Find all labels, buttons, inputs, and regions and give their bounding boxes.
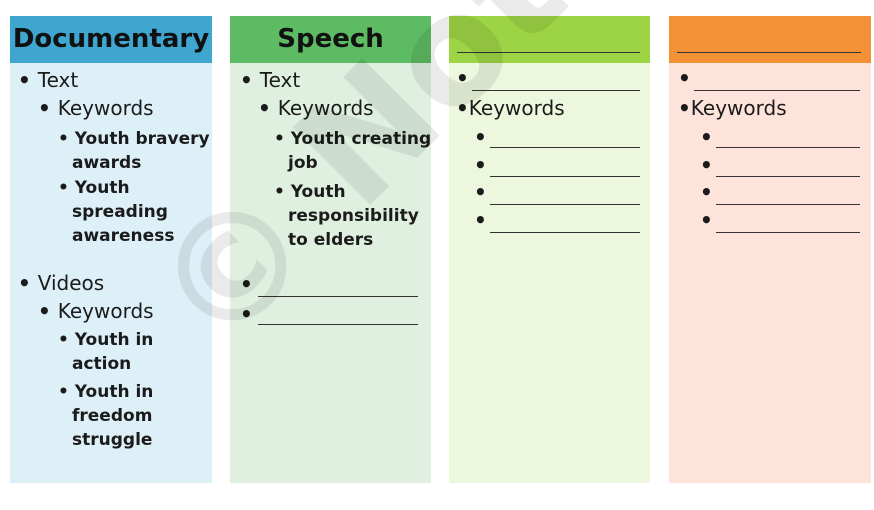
orange-blank-line <box>716 176 860 177</box>
orange-blank-bullet: • <box>700 125 713 149</box>
speech-title: Speech <box>277 24 384 54</box>
orange-blank-line <box>716 232 860 233</box>
speech-blank-bullet: • <box>240 272 253 296</box>
green-blank-line <box>490 176 640 177</box>
green-blank-line <box>472 90 640 91</box>
orange-blank-bullet: • <box>700 208 713 232</box>
speech-keyword-elders: • Youth responsibility to elders <box>274 182 419 250</box>
speech-keyword-job: • Youth creating job <box>274 129 432 173</box>
green-header <box>449 16 650 63</box>
doc-keyword-bravery: • Youth bravery awards <box>58 129 210 173</box>
green-blank-bullet: • <box>474 125 487 149</box>
speech-column: Speech <box>230 16 431 483</box>
doc-keyword-awareness: • Youth spreading awareness <box>58 178 175 246</box>
documentary-body <box>10 16 212 483</box>
speech-body <box>230 16 431 483</box>
speech-text-item: • Text <box>240 68 301 92</box>
doc-videos-item: • Videos <box>18 271 105 295</box>
green-blank-line <box>490 204 640 205</box>
speech-blank-line <box>258 296 418 297</box>
green-column <box>449 16 650 483</box>
documentary-column: Documentary <box>10 16 212 483</box>
orange-body <box>669 16 871 483</box>
green-blank-bullet: • <box>474 208 487 232</box>
green-keywords: •Keywords <box>456 96 565 120</box>
orange-blank-bullet: • <box>700 153 713 177</box>
doc-keyword-action: • Youth in action <box>58 330 154 374</box>
orange-blank-line <box>716 204 860 205</box>
orange-blank-line <box>716 147 860 148</box>
green-blank-line <box>490 147 640 148</box>
orange-blank-bullet: • <box>678 66 691 90</box>
speech-text-keywords: • Keywords <box>258 96 374 120</box>
documentary-title: Documentary <box>12 24 210 54</box>
green-body <box>449 16 650 483</box>
orange-blank-line <box>694 90 860 91</box>
orange-header <box>669 16 871 63</box>
orange-header-blank-line <box>677 52 861 53</box>
speech-blank-bullet: • <box>240 302 253 326</box>
orange-keywords: •Keywords <box>678 96 787 120</box>
green-header-blank-line <box>457 52 640 53</box>
speech-blank-line <box>258 324 418 325</box>
green-blank-line <box>490 232 640 233</box>
green-blank-bullet: • <box>474 153 487 177</box>
green-blank-bullet: • <box>456 66 469 90</box>
green-blank-bullet: • <box>474 180 487 204</box>
doc-text-item: • Text <box>18 68 79 92</box>
orange-blank-bullet: • <box>700 180 713 204</box>
doc-text-keywords: • Keywords <box>38 96 154 120</box>
speech-header: Speech <box>230 16 431 63</box>
doc-videos-keywords: • Keywords <box>38 299 154 323</box>
doc-keyword-freedom: • Youth in freedom struggle <box>58 382 154 450</box>
documentary-header: Documentary <box>10 16 212 63</box>
orange-column <box>669 16 871 483</box>
